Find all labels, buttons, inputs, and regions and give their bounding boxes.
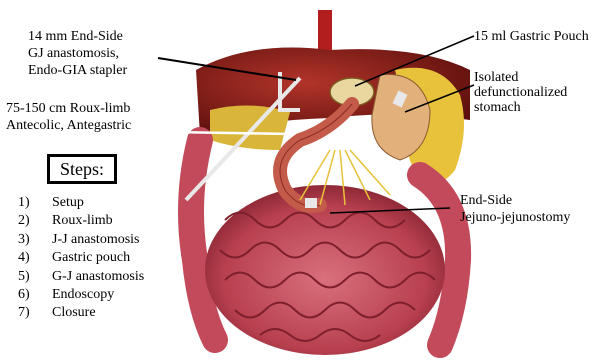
step-text: J-J anastomosis xyxy=(52,231,140,249)
step-number: 3) xyxy=(18,231,52,249)
step-number: 5) xyxy=(18,268,52,286)
step-number: 7) xyxy=(18,304,52,322)
gj-label-line-2: GJ anastomosis, xyxy=(28,45,127,62)
isolated-stomach-line-1: Isolated xyxy=(474,70,567,85)
step-number: 1) xyxy=(18,194,52,212)
steps-title: Steps: xyxy=(47,154,117,184)
step-item: 6)Endoscopy xyxy=(18,286,144,304)
step-text: G-J anastomosis xyxy=(52,268,144,286)
jj-staple-marker xyxy=(305,198,317,208)
roux-label-line-2: Antecolic, Antegastric xyxy=(6,117,131,134)
step-number: 6) xyxy=(18,286,52,304)
step-text: Endoscopy xyxy=(52,286,114,304)
step-text: Setup xyxy=(52,194,84,212)
step-text: Closure xyxy=(52,304,96,322)
step-text: Gastric pouch xyxy=(52,249,130,267)
roux-limb-label: 75-150 cm Roux-limb Antecolic, Antegastr… xyxy=(6,100,131,134)
omentum-fat-left xyxy=(210,105,290,150)
step-number: 4) xyxy=(18,249,52,267)
step-text: Roux-limb xyxy=(52,212,113,230)
jj-label-line-2: Jejuno-jejunostomy xyxy=(460,209,570,226)
isolated-stomach-label: Isolated defunctionalized stomach xyxy=(474,70,567,115)
steps-list: 1)Setup 2)Roux-limb 3)J-J anastomosis 4)… xyxy=(18,194,144,323)
gj-anastomosis-label: 14 mm End-Side GJ anastomosis, Endo-GIA … xyxy=(28,28,127,79)
jj-label-line-1: End-Side xyxy=(460,192,570,209)
step-item: 2)Roux-limb xyxy=(18,212,144,230)
gj-label-line-1: 14 mm End-Side xyxy=(28,28,127,45)
step-item: 5)G-J anastomosis xyxy=(18,268,144,286)
step-item: 7)Closure xyxy=(18,304,144,322)
step-number: 2) xyxy=(18,212,52,230)
small-intestine xyxy=(205,185,445,355)
step-item: 4)Gastric pouch xyxy=(18,249,144,267)
isolated-stomach-line-3: stomach xyxy=(474,100,567,115)
step-item: 3)J-J anastomosis xyxy=(18,231,144,249)
step-item: 1)Setup xyxy=(18,194,144,212)
roux-label-line-1: 75-150 cm Roux-limb xyxy=(6,100,131,117)
gastric-pouch-label: 15 ml Gastric Pouch xyxy=(474,28,589,45)
jj-anastomosis-label: End-Side Jejuno-jejunostomy xyxy=(460,192,570,226)
gastric-pouch-line-1: 15 ml Gastric Pouch xyxy=(474,28,589,45)
gj-label-line-3: Endo-GIA stapler xyxy=(28,62,127,79)
isolated-stomach-line-2: defunctionalized xyxy=(474,85,567,100)
